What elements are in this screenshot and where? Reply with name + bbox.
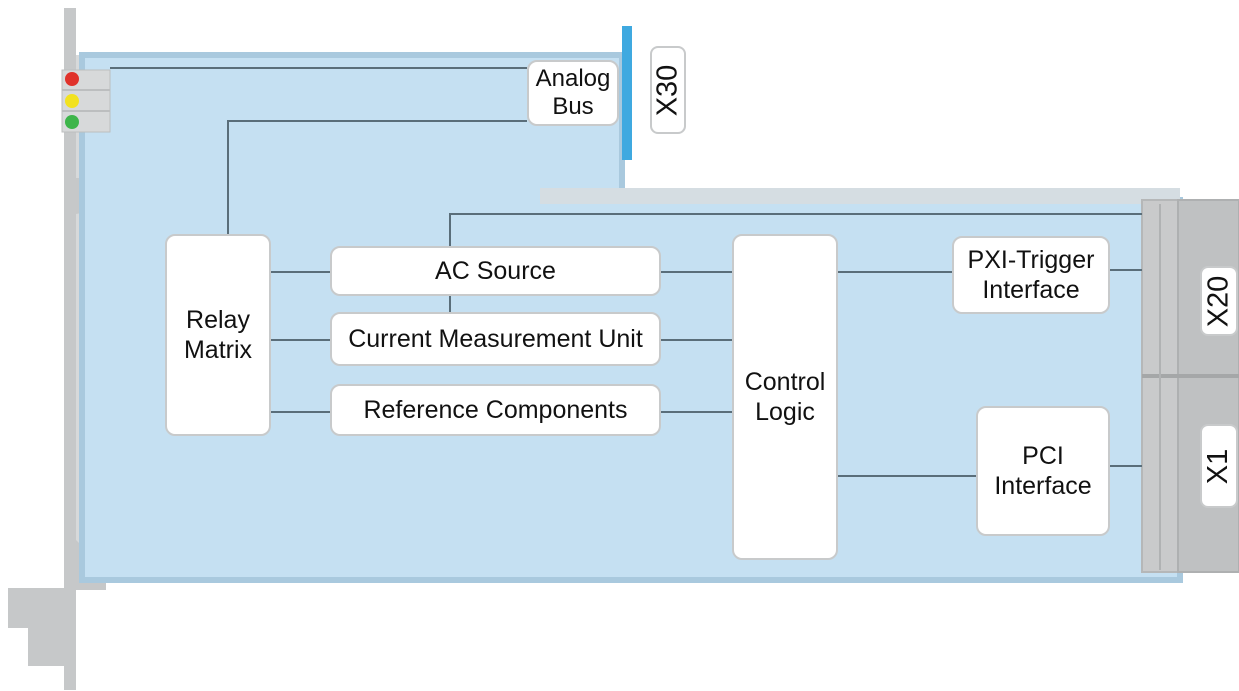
red-led-icon [65, 72, 79, 86]
relay-matrix-label-line1: Relay [186, 306, 250, 334]
pxi-trigger-label-line2: Interface [982, 276, 1080, 304]
analog-bus-label-line1: Analog [535, 65, 611, 92]
x30-label-text: X30 [651, 64, 684, 116]
reference-components-label: Reference Components [363, 396, 628, 424]
current-measurement-unit-block: Current Measurement Unit [330, 312, 661, 366]
ac-source-label: AC Source [435, 257, 556, 285]
relay-matrix-label-line2: Matrix [183, 336, 253, 364]
edge-connectors [1141, 199, 1239, 573]
current-measurement-unit-label: Current Measurement Unit [348, 325, 643, 353]
x20-connector-label: X20 [1200, 266, 1238, 336]
pxi-trigger-label-line1: PXI-Trigger [967, 246, 1095, 274]
yellow-led-icon [65, 94, 79, 108]
x20-label-text: X20 [1202, 275, 1235, 327]
x1-connector-label: X1 [1200, 424, 1238, 508]
green-led-icon [65, 115, 79, 129]
board-step-strip [540, 188, 1180, 204]
pci-interface-label-line2: Interface [994, 472, 1092, 500]
ac-source-block: AC Source [330, 246, 661, 296]
reference-components-block: Reference Components [330, 384, 661, 436]
x30-connector-label: X30 [650, 46, 686, 134]
pci-interface-label-line1: PCI [1022, 442, 1064, 470]
control-logic-label-line1: Control [744, 368, 826, 396]
x1-label-text: X1 [1202, 448, 1235, 484]
analog-bus-bar [622, 26, 632, 160]
signal-wires [110, 67, 1142, 477]
analog-bus-label-line2: Bus [552, 93, 594, 120]
control-logic-label-line2: Logic [755, 398, 815, 426]
